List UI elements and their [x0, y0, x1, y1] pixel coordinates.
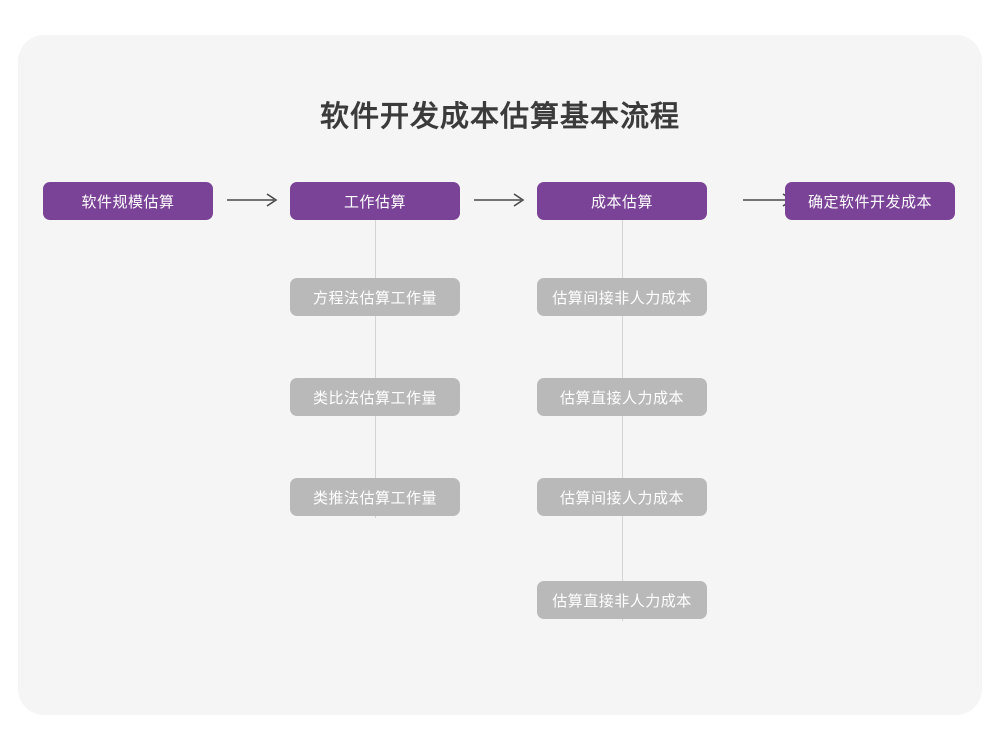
branch-2-item-2[interactable]: 估算直接人力成本: [537, 378, 707, 416]
branch-1-item-3[interactable]: 类推法估算工作量: [290, 478, 460, 516]
branch-item-label: 类推法估算工作量: [312, 489, 437, 507]
branch-2-item-4[interactable]: 估算直接非人力成本: [537, 581, 707, 619]
branch-item-label: 类比法估算工作量: [312, 389, 437, 407]
flow-step-software-scale-estimation[interactable]: 软件规模估算: [43, 182, 213, 220]
flow-arrow-2: [471, 188, 531, 212]
branch-1-item-1[interactable]: 方程法估算工作量: [290, 278, 460, 316]
branch-2-item-3[interactable]: 估算间接人力成本: [537, 478, 707, 516]
flow-step-label: 成本估算: [590, 193, 653, 211]
branch-item-label: 估算间接人力成本: [559, 489, 684, 507]
branch-item-label: 估算直接非人力成本: [552, 592, 692, 610]
branch-2-item-1[interactable]: 估算间接非人力成本: [537, 278, 707, 316]
branch-item-label: 估算直接人力成本: [559, 389, 684, 407]
page-title: 软件开发成本估算基本流程: [319, 101, 680, 133]
flow-step-label: 软件规模估算: [81, 193, 175, 211]
flow-step-determine-development-cost[interactable]: 确定软件开发成本: [785, 182, 955, 220]
branch-item-label: 估算间接非人力成本: [552, 289, 692, 307]
branch-item-label: 方程法估算工作量: [312, 289, 437, 307]
flow-step-label: 确定软件开发成本: [807, 193, 932, 211]
diagram-card: [18, 35, 982, 715]
flow-step-label: 工作估算: [343, 193, 406, 211]
flow-arrow-1: [224, 188, 284, 212]
branch-1-item-2[interactable]: 类比法估算工作量: [290, 378, 460, 416]
connector-line-branch-2: [622, 216, 623, 621]
flow-step-cost-estimation[interactable]: 成本估算: [537, 182, 707, 220]
connector-line-branch-1: [375, 216, 376, 518]
flow-step-work-estimation[interactable]: 工作估算: [290, 182, 460, 220]
